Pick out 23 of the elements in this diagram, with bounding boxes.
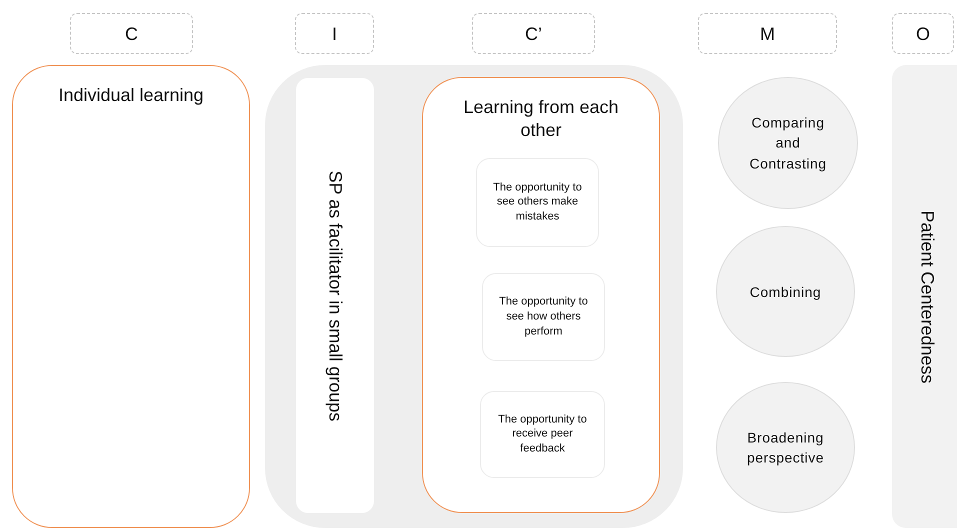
node-label: Learning from each other: [462, 96, 620, 142]
column-header: [698, 13, 837, 54]
group-band: [265, 65, 683, 528]
node-label: Patient Centeredness: [916, 210, 938, 384]
column-header: [70, 13, 193, 54]
column-letter: M: [759, 22, 776, 46]
column-letter: C: [124, 22, 139, 46]
node-label: The opportunity to see others make mistakes: [493, 180, 582, 225]
group-panel: [422, 77, 660, 513]
group-panel: [12, 65, 250, 528]
column-letter: O: [914, 22, 931, 46]
column-letter: I: [330, 22, 338, 46]
column-header: [295, 13, 374, 54]
node-label: The opportunity to receive peer feedback: [497, 412, 588, 457]
node-label: The opportunity to see how others perform: [499, 294, 588, 340]
column-letter: C’: [524, 22, 543, 46]
mechanism-label: Combining: [748, 282, 822, 302]
mechanism-label: Broadening perspective: [746, 428, 826, 468]
column-header: [472, 13, 595, 54]
node-label: SP as facilitator in small groups: [324, 170, 346, 421]
column-header: [892, 13, 954, 54]
mechanism-label: Comparing and Contrasting: [748, 114, 828, 174]
node-label: Individual learning: [57, 84, 205, 107]
